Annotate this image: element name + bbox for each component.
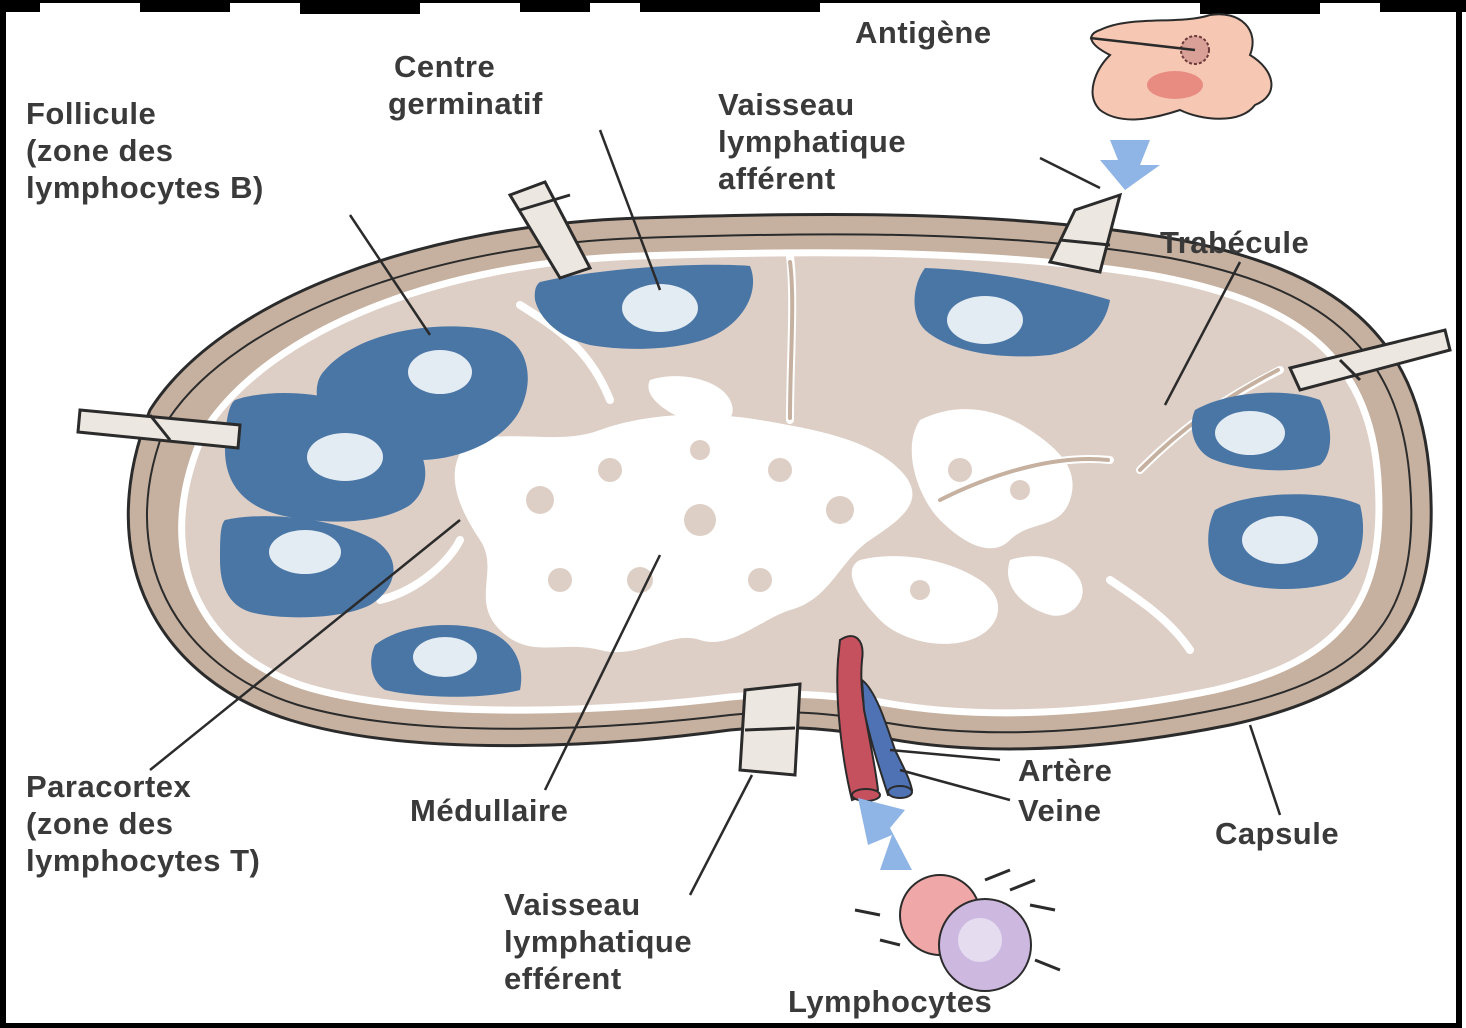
flow-arrow-icon [1100,140,1160,190]
label-artere-text: Artère [1018,752,1112,789]
label-artere: Artère [1018,752,1112,789]
label-paracortex-line3: lymphocytes T) [26,842,260,879]
label-capsule: Capsule [1215,815,1339,852]
label-afferent-line2: lymphatique [718,123,906,160]
label-veine: Veine [1018,792,1102,829]
label-follicule-line1: Follicule [26,95,264,132]
label-paracortex-line1: Paracortex [26,768,260,805]
label-antigene-text: Antigène [855,14,992,51]
label-efferent-line3: efférent [504,960,692,997]
label-centre-germinatif: Centre germinatif [388,48,543,122]
label-trabecule-text: Trabécule [1160,224,1309,261]
flow-arrow-icon [858,798,912,870]
label-follicule-line3: lymphocytes B) [26,169,264,206]
label-capsule-text: Capsule [1215,815,1339,852]
label-follicule: Follicule (zone des lymphocytes B) [26,95,264,206]
label-antigene: Antigène [855,14,992,51]
label-lymphocytes-text: Lymphocytes [788,983,992,1020]
label-medullaire: Médullaire [410,792,568,829]
cropped-title-fragment [0,0,1466,14]
label-medullaire-text: Médullaire [410,792,568,829]
label-efferent-line2: lymphatique [504,923,692,960]
label-lymphocytes: Lymphocytes [788,983,992,1020]
label-paracortex: Paracortex (zone des lymphocytes T) [26,768,260,879]
lymphocyte-cells-icon [855,870,1060,991]
label-trabecule: Trabécule [1160,224,1309,261]
label-veine-text: Veine [1018,792,1102,829]
label-paracortex-line2: (zone des [26,805,260,842]
label-follicule-line2: (zone des [26,132,264,169]
label-centre-line2: germinatif [388,85,543,122]
antigen-cell-icon [1091,14,1271,119]
label-centre-line1: Centre [388,48,543,85]
label-afferent-line3: afférent [718,160,906,197]
label-efferent-line1: Vaisseau [504,886,692,923]
label-vaisseau-afferent: Vaisseau lymphatique afférent [718,86,906,197]
label-vaisseau-efferent: Vaisseau lymphatique efférent [504,886,692,997]
label-afferent-line1: Vaisseau [718,86,906,123]
